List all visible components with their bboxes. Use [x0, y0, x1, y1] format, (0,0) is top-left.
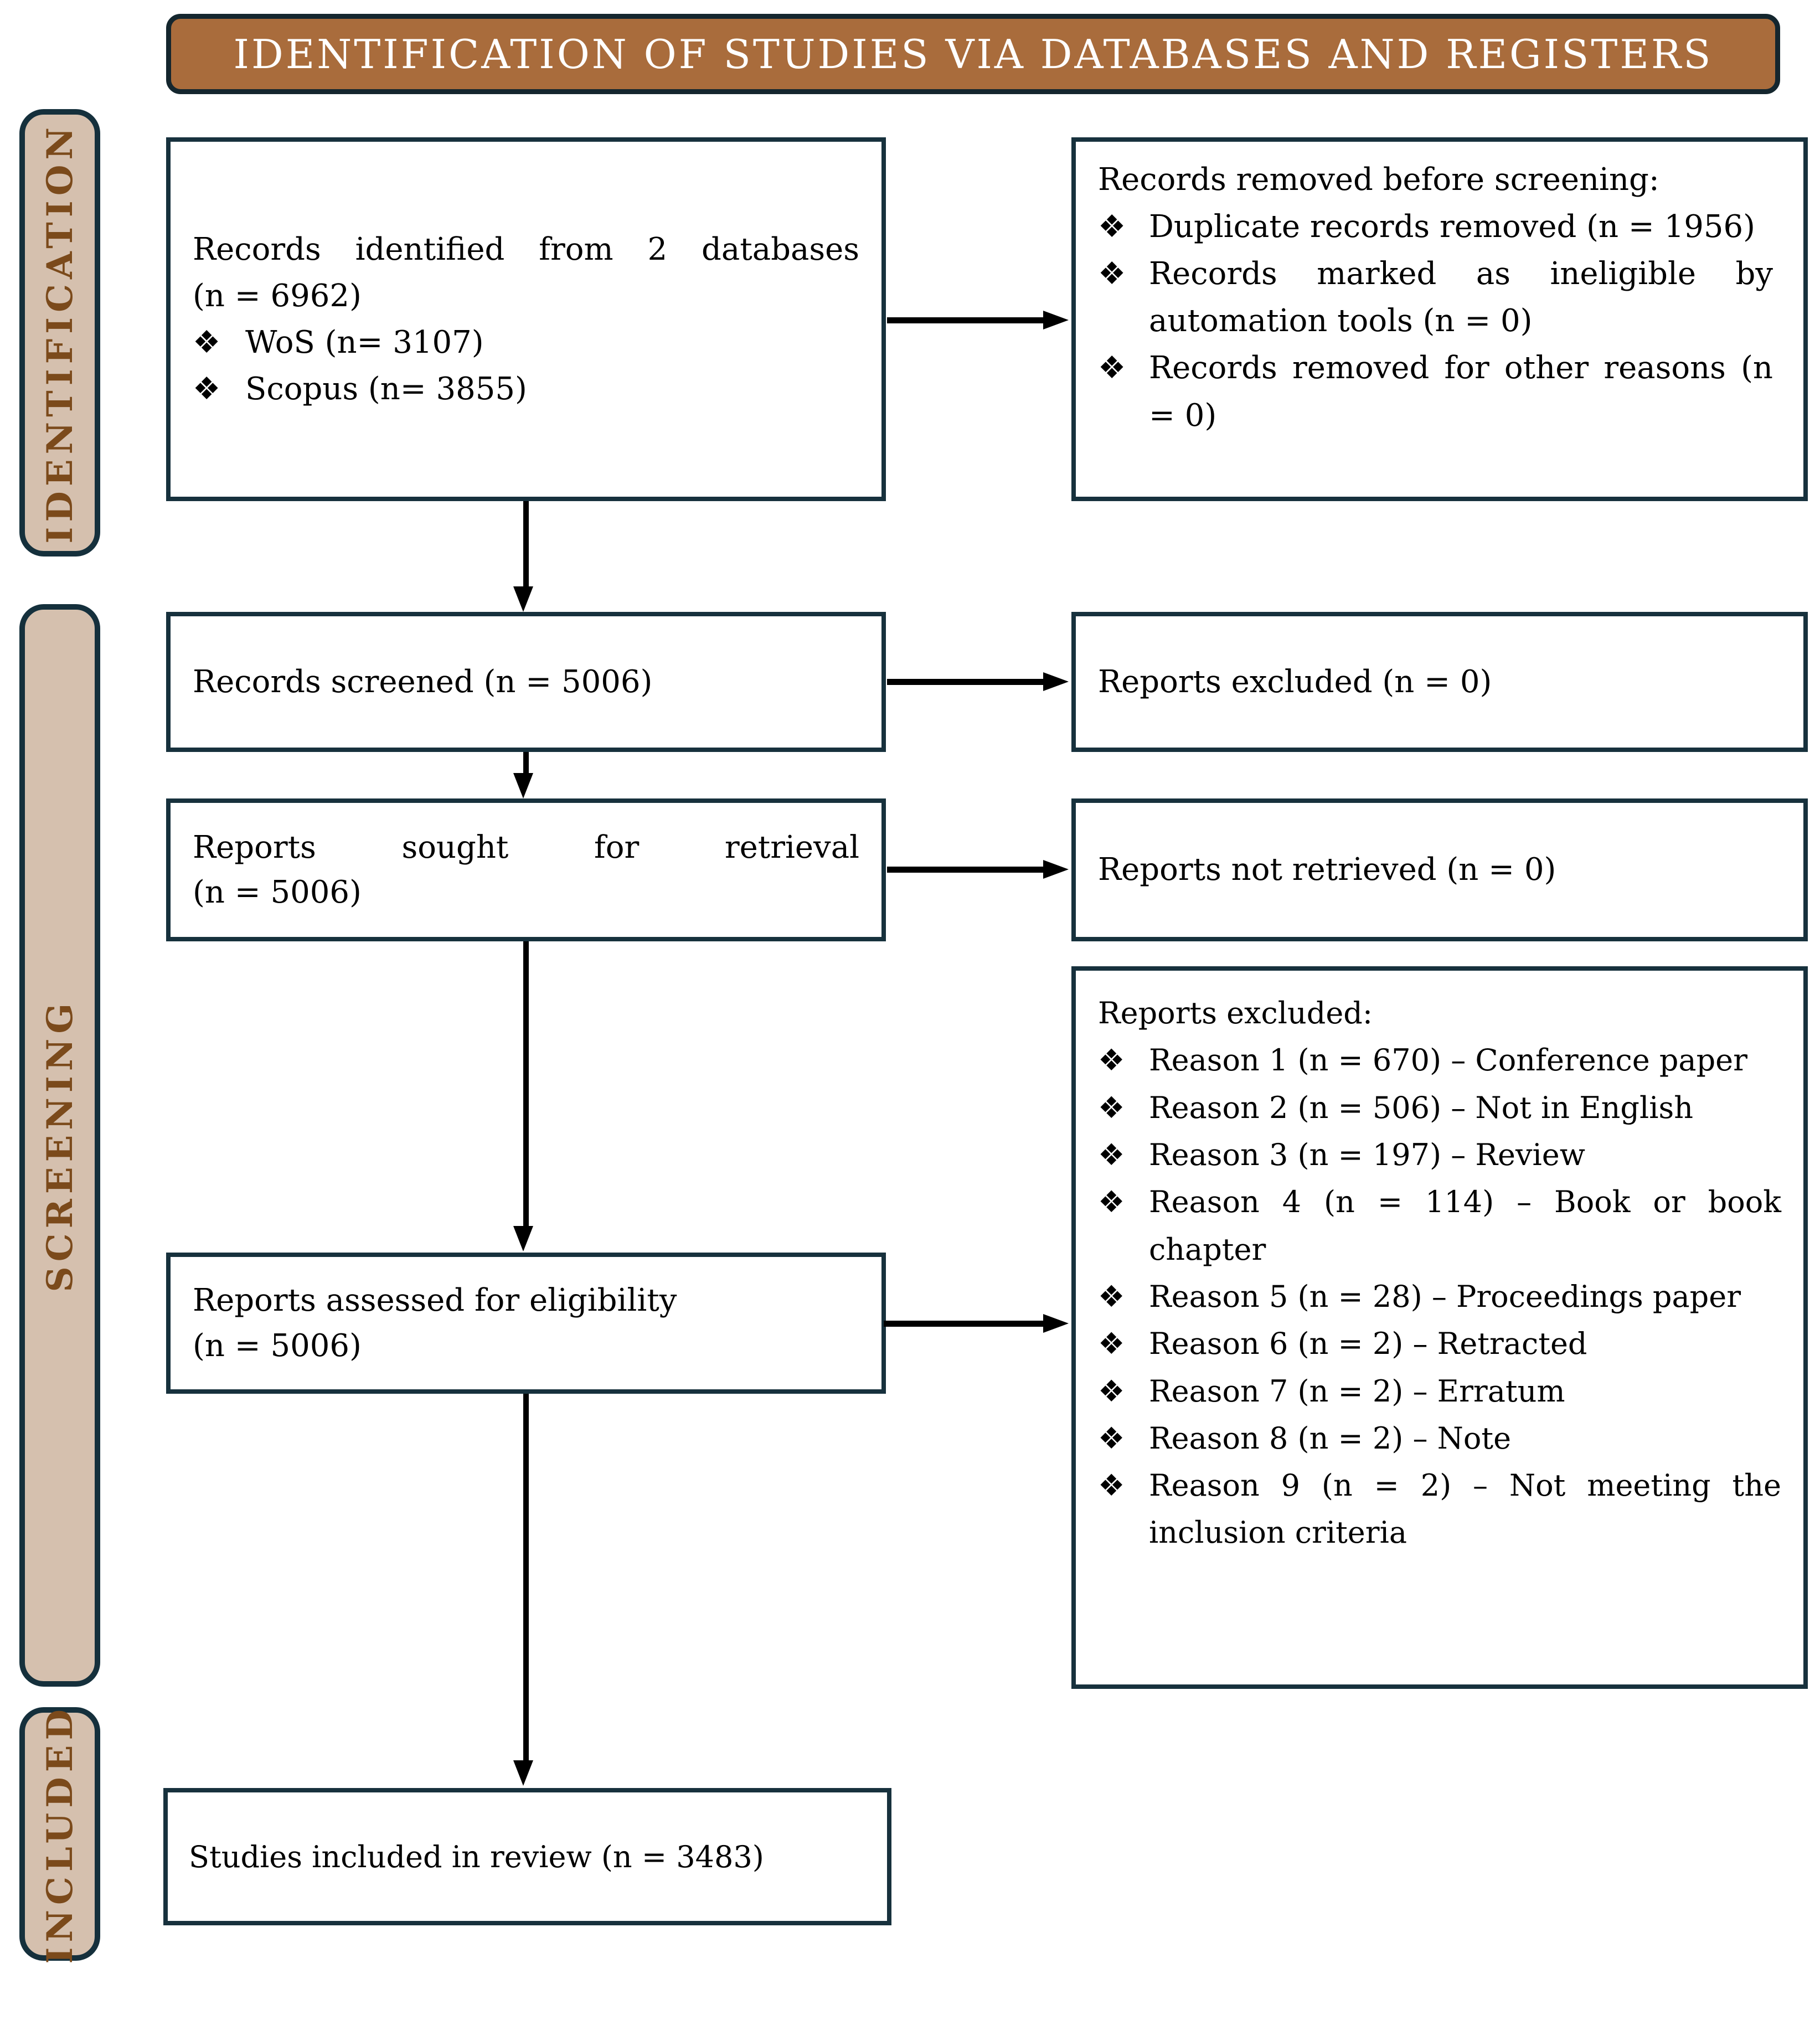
diamond-bullet-icon: ❖	[1098, 1137, 1125, 1172]
arrow-sought-to-assessed	[523, 941, 529, 1228]
list-item-label: Scopus (n= 3855)	[245, 370, 527, 407]
records-identified-heading: Records identified from 2 databases	[193, 231, 859, 267]
diamond-bullet-icon: ❖	[193, 370, 221, 407]
list-item: ❖ Reason 1 (n = 670) – Conference paper	[1098, 1037, 1781, 1084]
arrow-screened-to-sought	[523, 752, 529, 775]
reports-sought-count: (n = 5006)	[193, 874, 362, 910]
diamond-bullet-icon: ❖	[1098, 350, 1126, 387]
list-item-label: Reason 3 (n = 197) – Review	[1149, 1137, 1585, 1172]
diagram-title-banner: IDENTIFICATION OF STUDIES VIA DATABASES …	[166, 14, 1780, 94]
arrow-sought-to-not-retrieved	[887, 867, 1045, 873]
list-item: ❖ Reason 9 (n = 2) – Not meeting the inc…	[1098, 1462, 1781, 1557]
diamond-bullet-icon: ❖	[1098, 1468, 1125, 1503]
box-studies-included: Studies included in review (n = 3483)	[163, 1788, 891, 1925]
stage-label-identification: IDENTIFICATION	[39, 122, 81, 544]
stage-bar-identification: IDENTIFICATION	[19, 109, 100, 557]
reports-assessed-count: (n = 5006)	[193, 1327, 362, 1364]
box-reports-assessed: Reports assessed for eligibility (n = 50…	[166, 1253, 886, 1394]
reports-not-retrieved-text: Reports not retrieved (n = 0)	[1098, 852, 1556, 888]
records-removed-heading: Records removed before screening:	[1098, 162, 1659, 198]
records-identified-count: (n = 6962)	[193, 277, 362, 314]
reports-excluded-text: Reports excluded (n = 0)	[1098, 663, 1492, 700]
box-records-removed: Records removed before screening: ❖ Dupl…	[1071, 137, 1808, 501]
list-item: ❖ Duplicate records removed (n = 1956)	[1098, 203, 1773, 250]
list-item: ❖ Reason 4 (n = 114) – Book or book chap…	[1098, 1178, 1781, 1273]
list-item: ❖ Records removed for other reasons (n =…	[1098, 344, 1773, 439]
diamond-bullet-icon: ❖	[1098, 1373, 1125, 1409]
arrowhead-down-icon	[513, 1760, 533, 1786]
box-records-identified: Records identified from 2 databases (n =…	[166, 137, 886, 501]
arrow-identified-to-screened	[523, 501, 529, 591]
arrowhead-right-icon	[1043, 860, 1069, 879]
arrowhead-right-icon	[1043, 1314, 1069, 1333]
list-item-label: Reason 5 (n = 28) – Proceedings paper	[1149, 1279, 1741, 1314]
arrowhead-down-icon	[513, 586, 533, 612]
list-item-label: Records removed for other reasons (n = 0…	[1149, 350, 1773, 434]
arrowhead-down-icon	[513, 1226, 533, 1251]
reports-sought-heading: Reports sought for retrieval	[193, 829, 859, 865]
list-item-label: Records marked as ineligible by automati…	[1149, 256, 1773, 339]
diagram-title: IDENTIFICATION OF STUDIES VIA DATABASES …	[233, 30, 1713, 78]
list-item-label: Duplicate records removed (n = 1956)	[1149, 209, 1755, 245]
diamond-bullet-icon: ❖	[1098, 1184, 1125, 1220]
stage-label-screening: SCREENING	[39, 998, 81, 1292]
list-item-label: Reason 1 (n = 670) – Conference paper	[1149, 1043, 1747, 1078]
arrow-identified-to-removed	[887, 317, 1045, 323]
reports-assessed-heading: Reports assessed for eligibility	[193, 1282, 677, 1319]
list-item-label: Reason 7 (n = 2) – Erratum	[1149, 1373, 1565, 1409]
list-item: ❖ Reason 5 (n = 28) – Proceedings paper	[1098, 1273, 1781, 1320]
diamond-bullet-icon: ❖	[1098, 1043, 1125, 1078]
arrow-assessed-to-included	[523, 1394, 529, 1763]
excluded-reasons-list: ❖ Reason 1 (n = 670) – Conference paper …	[1098, 1037, 1781, 1556]
list-item: ❖ Reason 3 (n = 197) – Review	[1098, 1131, 1781, 1178]
box-reports-sought: Reports sought for retrieval (n = 5006)	[166, 798, 886, 941]
list-item-label: Reason 6 (n = 2) – Retracted	[1149, 1326, 1587, 1362]
records-screened-text: Records screened (n = 5006)	[193, 663, 653, 700]
box-reports-not-retrieved: Reports not retrieved (n = 0)	[1071, 798, 1808, 941]
records-identified-list: ❖ WoS (n= 3107) ❖ Scopus (n= 3855)	[193, 320, 859, 413]
list-item-label: Reason 4 (n = 114) – Book or book chapte…	[1149, 1184, 1781, 1267]
list-item: ❖ Reason 8 (n = 2) – Note	[1098, 1415, 1781, 1462]
box-reports-excluded-reasons: Reports excluded: ❖ Reason 1 (n = 670) –…	[1071, 966, 1808, 1689]
list-item: ❖ Reason 2 (n = 506) – Not in English	[1098, 1084, 1781, 1131]
list-item: ❖ Reason 6 (n = 2) – Retracted	[1098, 1320, 1781, 1367]
studies-included-text: Studies included in review (n = 3483)	[189, 1839, 764, 1874]
box-reports-excluded: Reports excluded (n = 0)	[1071, 612, 1808, 752]
list-item-label: WoS (n= 3107)	[245, 324, 484, 360]
records-removed-list: ❖ Duplicate records removed (n = 1956) ❖…	[1098, 203, 1773, 439]
arrow-assessed-to-reasons	[884, 1321, 1045, 1327]
list-item: ❖ Records marked as ineligible by automa…	[1098, 250, 1773, 344]
list-item-label: Reason 8 (n = 2) – Note	[1149, 1420, 1512, 1456]
list-item: ❖ Reason 7 (n = 2) – Erratum	[1098, 1368, 1781, 1415]
excluded-reasons-heading: Reports excluded:	[1098, 996, 1373, 1030]
diamond-bullet-icon: ❖	[1098, 209, 1126, 245]
arrowhead-right-icon	[1043, 311, 1069, 329]
stage-label-included: INCLUDED	[39, 1704, 81, 1964]
list-item: ❖ WoS (n= 3107)	[193, 320, 859, 366]
box-records-screened: Records screened (n = 5006)	[166, 612, 886, 752]
arrowhead-right-icon	[1043, 672, 1069, 691]
list-item: ❖ Scopus (n= 3855)	[193, 366, 859, 413]
arrow-screened-to-excluded	[887, 679, 1045, 685]
diamond-bullet-icon: ❖	[1098, 1420, 1125, 1456]
diamond-bullet-icon: ❖	[1098, 256, 1126, 292]
stage-bar-included: INCLUDED	[19, 1704, 100, 1964]
list-item-label: Reason 9 (n = 2) – Not meeting the inclu…	[1149, 1468, 1781, 1550]
arrowhead-down-icon	[513, 773, 533, 798]
diamond-bullet-icon: ❖	[1098, 1090, 1125, 1125]
stage-bar-screening: SCREENING	[19, 604, 100, 1687]
diamond-bullet-icon: ❖	[1098, 1279, 1125, 1314]
diamond-bullet-icon: ❖	[193, 324, 221, 360]
list-item-label: Reason 2 (n = 506) – Not in English	[1149, 1090, 1694, 1125]
diamond-bullet-icon: ❖	[1098, 1326, 1125, 1362]
